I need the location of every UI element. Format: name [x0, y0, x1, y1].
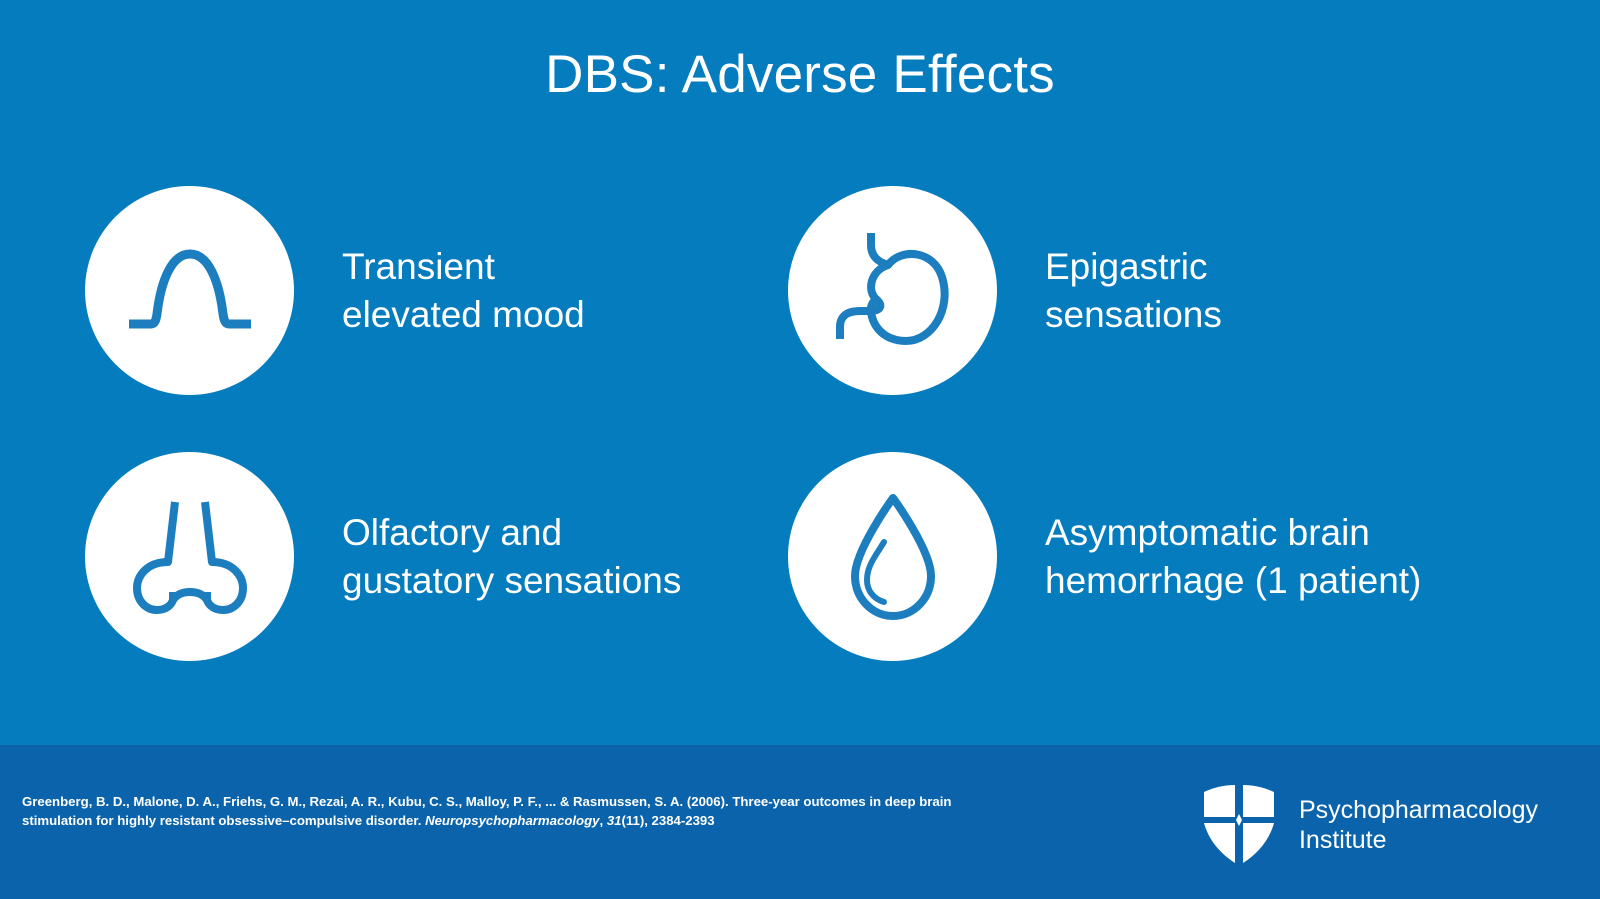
adverse-effect-item: Asymptomatic brain hemorrhage (1 patient…: [788, 452, 1421, 661]
citation-part-3: (11), 2384-2393: [621, 812, 715, 828]
adverse-effect-item: Olfactory and gustatory sensations: [85, 452, 681, 661]
citation-text: Greenberg, B. D., Malone, D. A., Friehs,…: [22, 793, 952, 830]
adverse-effect-label: Transient elevated mood: [342, 246, 585, 335]
page-title: DBS: Adverse Effects: [545, 45, 1055, 104]
citation-part-2: ,: [599, 812, 607, 828]
adverse-effect-label: Olfactory and gustatory sensations: [342, 512, 682, 601]
citation-part-1: Greenberg, B. D., Malone, D. A., Friehs,…: [22, 794, 952, 828]
brand-logo: Psychopharmacology Institute: [1201, 783, 1538, 867]
adverse-effect-label: Epigastric sensations: [1045, 246, 1222, 335]
bell-curve-icon: [85, 186, 294, 395]
adverse-effect-item: Transient elevated mood: [85, 186, 585, 395]
citation-journal: Neuropsychopharmacology: [425, 812, 600, 828]
blood-droplet-icon: [788, 452, 997, 661]
citation-volume: 31: [606, 812, 622, 828]
adverse-effects-grid: Transient elevated mood Epigastric sensa…: [0, 186, 1600, 686]
shield-icon: [1203, 785, 1274, 863]
adverse-effect-item: Epigastric sensations: [788, 186, 1222, 395]
nose-icon: [85, 452, 294, 661]
stomach-icon: [788, 186, 997, 395]
footer-bar: Greenberg, B. D., Malone, D. A., Friehs,…: [0, 745, 1600, 899]
adverse-effect-label: Asymptomatic brain hemorrhage (1 patient…: [1045, 512, 1422, 601]
brand-name: Psychopharmacology Institute: [1298, 795, 1538, 855]
